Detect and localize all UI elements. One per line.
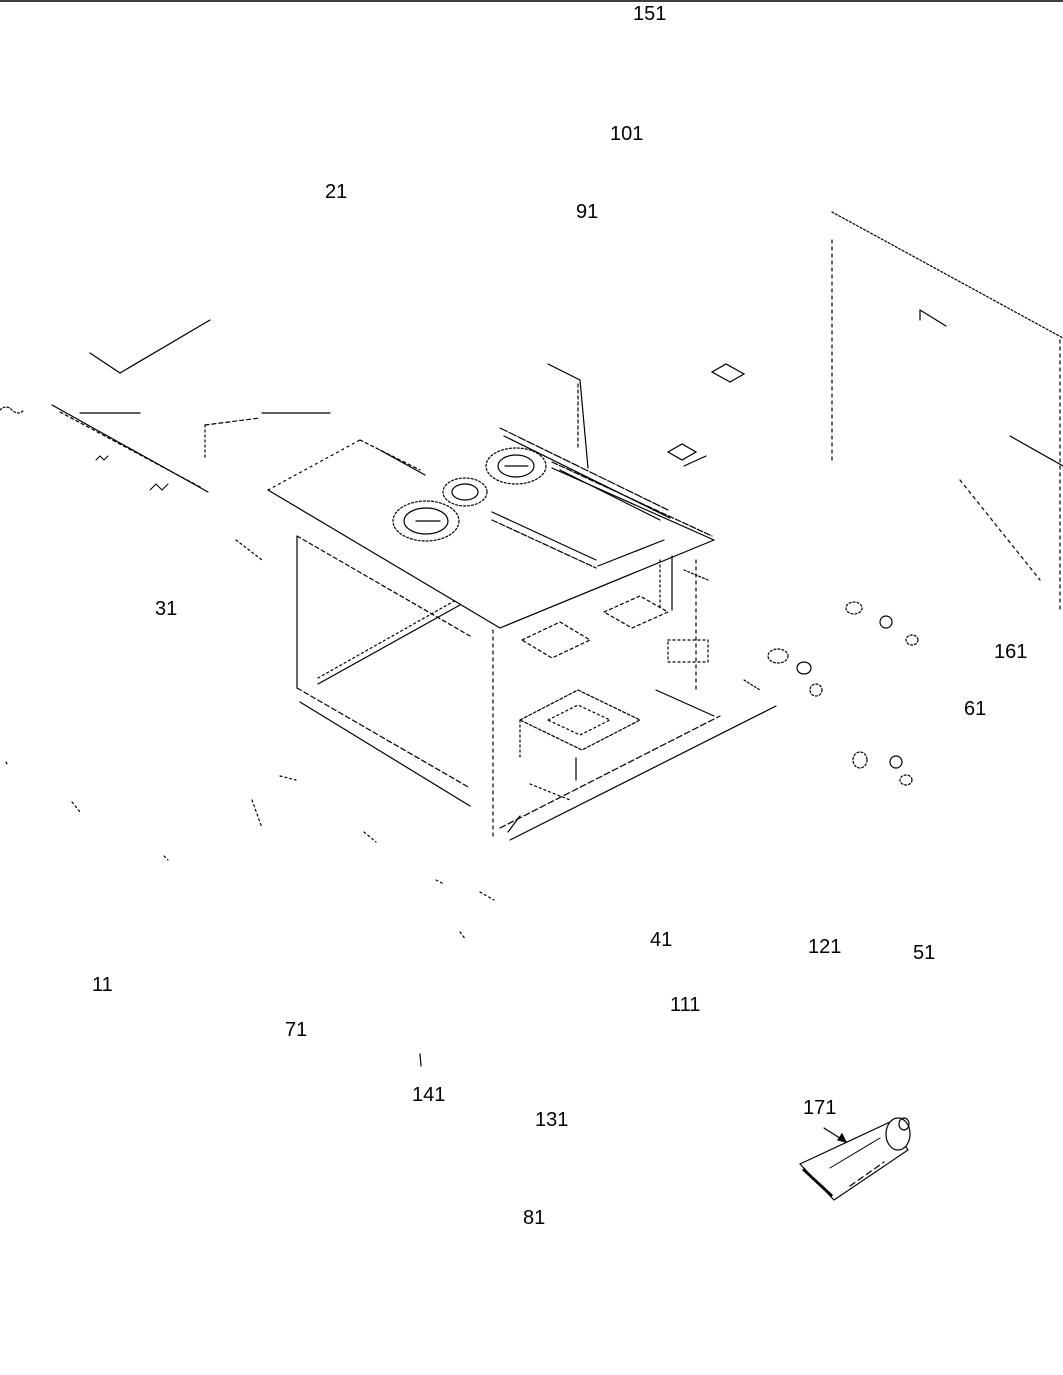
callout-41: 41 [650,929,673,951]
turntable-gears [392,447,547,542]
control-panel [0,319,426,493]
callout-91: 91 [576,201,599,223]
brackets [666,363,746,467]
callout-131: 131 [535,1109,569,1131]
outer-wrapper [831,211,1063,611]
callout-141: 141 [412,1084,446,1106]
top-rails [491,427,671,569]
callout-101: 101 [610,123,644,145]
callout-11: 11 [92,974,113,996]
callout-171: 171 [803,1097,837,1119]
callout-71: 71 [285,1019,308,1041]
callout-151: 151 [633,3,667,25]
callout-81: 81 [523,1207,546,1229]
callout-31: 31 [155,598,178,620]
callout-111: 111 [670,994,701,1016]
callout-21: 21 [325,181,348,203]
callout-121: 121 [808,936,842,958]
door-switches [743,601,919,786]
callout-161: 161 [994,641,1028,663]
sealant-tube-icon [798,1117,911,1201]
loose-hardware [5,539,495,1067]
cabinet-frame [267,363,777,841]
callout-61: 61 [964,698,987,720]
callout-51: 51 [913,942,936,964]
cavity-components [518,555,715,801]
